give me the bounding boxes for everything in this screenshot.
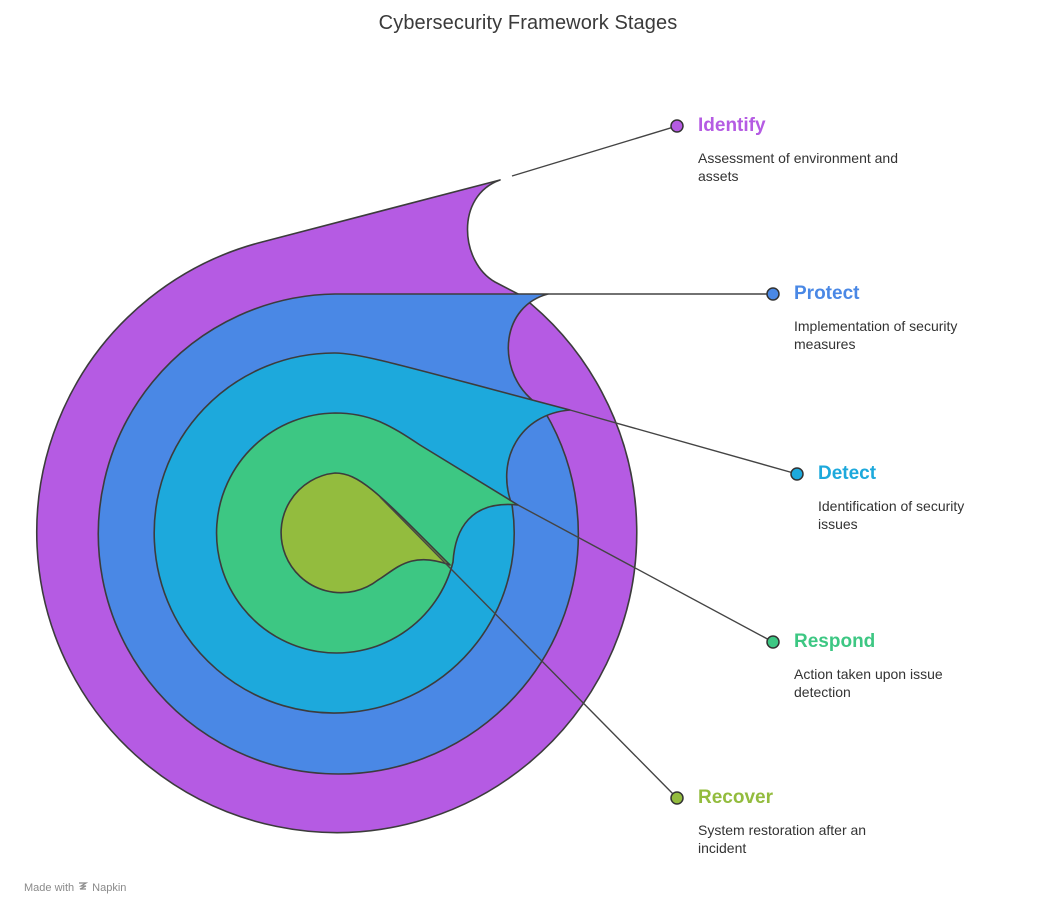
stage-shape-recover bbox=[280, 472, 451, 594]
stage-label-recover: Recover System restoration after an inci… bbox=[698, 787, 918, 857]
footer-brand: Napkin bbox=[92, 881, 127, 894]
stage-label-detect: Detect Identification of security issues bbox=[818, 463, 1038, 533]
connector-line-recover bbox=[379, 496, 678, 799]
stage-dot-detect bbox=[790, 467, 804, 481]
napkin-logo-icon bbox=[78, 881, 89, 894]
stage-title-recover: Recover bbox=[698, 787, 773, 808]
stage-label-identify: Identify Assessment of environment and a… bbox=[698, 115, 918, 185]
stage-description-respond: Action taken upon issue detection bbox=[794, 666, 943, 700]
stage-title-protect: Protect bbox=[794, 283, 860, 304]
connector-line-detect bbox=[569, 409, 798, 475]
connector-line-respond bbox=[517, 504, 774, 643]
page-title: Cybersecurity Framework Stages bbox=[378, 12, 678, 34]
stage-description-detect: Identification of security issues bbox=[818, 498, 965, 532]
stage-label-protect: Protect Implementation of security measu… bbox=[794, 283, 1014, 353]
footer-watermark: Made with Napkin bbox=[24, 881, 126, 894]
stage-description-protect: Implementation of security measures bbox=[794, 318, 958, 352]
stage-title-detect: Detect bbox=[818, 463, 877, 484]
stage-description-recover: System restoration after an incident bbox=[698, 822, 867, 856]
connector-line-identify bbox=[511, 125, 678, 177]
stage-dot-identify bbox=[670, 119, 684, 133]
stage-label-respond: Respond Action taken upon issue detectio… bbox=[794, 631, 1014, 701]
stage-description-identify: Assessment of environment and assets bbox=[698, 150, 898, 184]
stage-title-respond: Respond bbox=[794, 631, 876, 652]
stage-dot-recover bbox=[670, 791, 684, 805]
footer-prefix: Made with bbox=[24, 881, 75, 894]
stage-dot-protect bbox=[766, 287, 780, 301]
stage-title-identify: Identify bbox=[698, 115, 766, 136]
stage-dot-respond bbox=[766, 635, 780, 649]
